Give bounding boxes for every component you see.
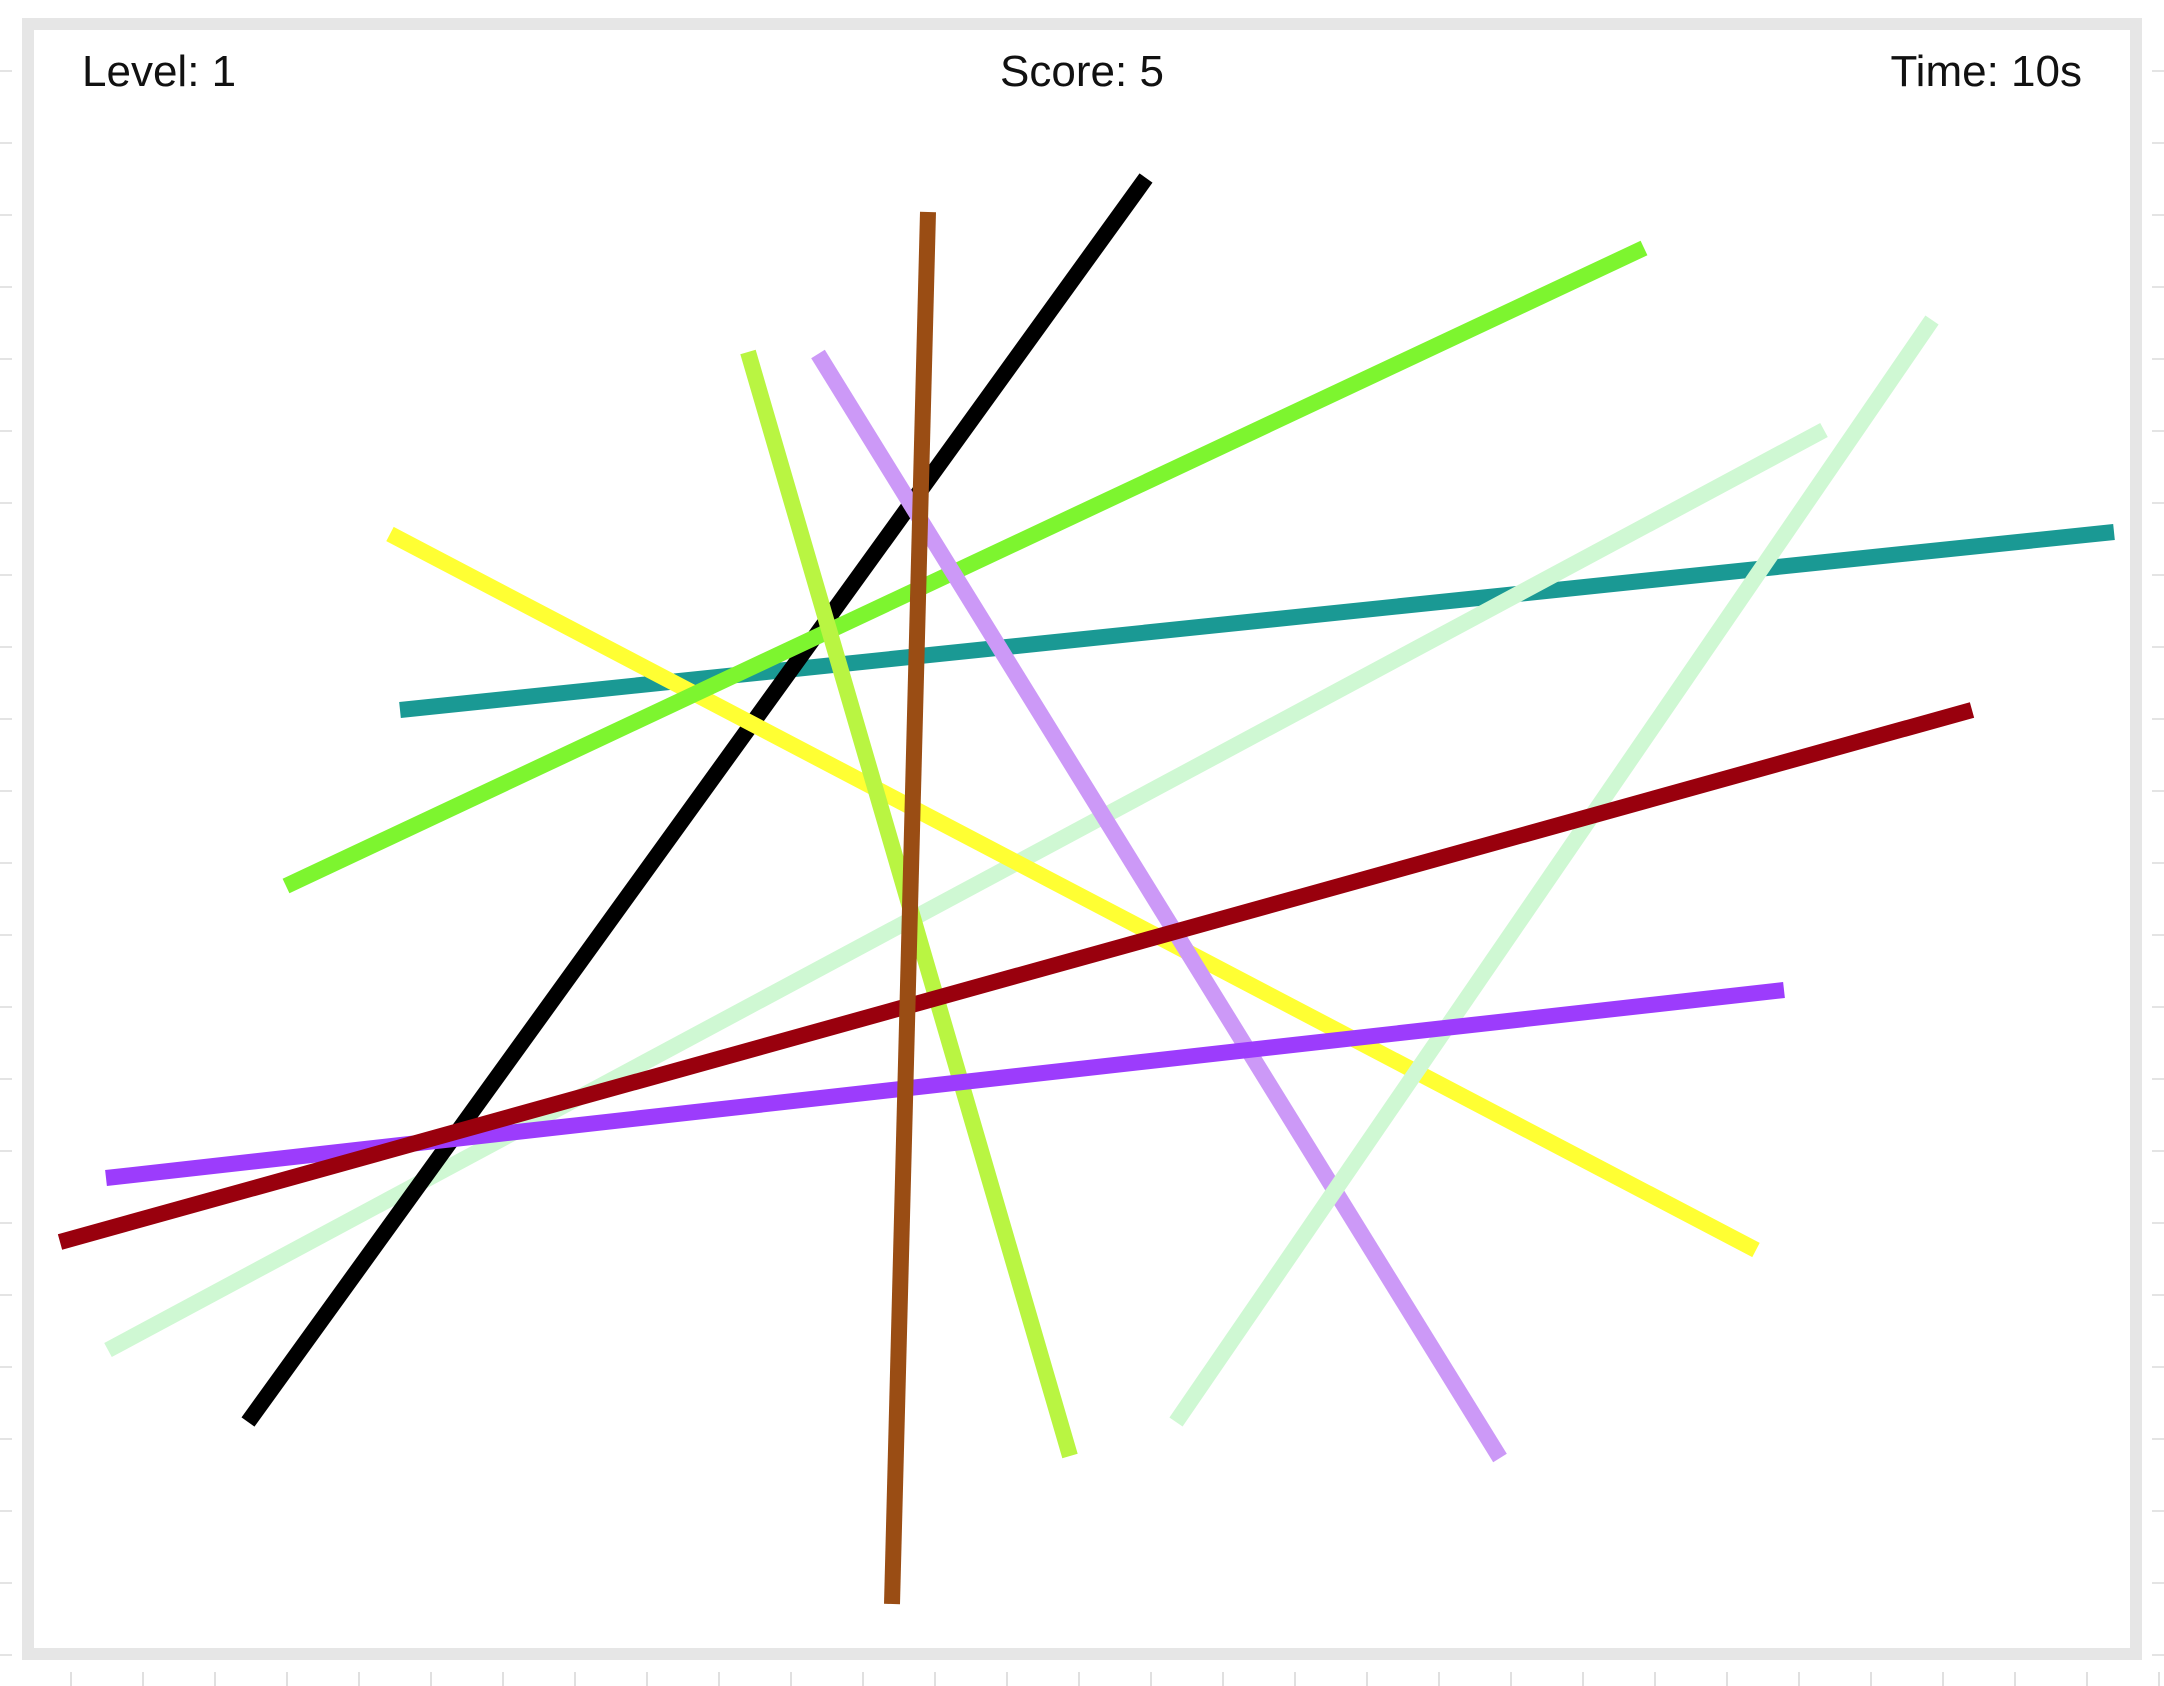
- level-indicator: Level: 1: [82, 50, 236, 94]
- game-board: Level: 1 Score: 5 Time: 10s: [22, 18, 2142, 1660]
- stick-black[interactable]: [241, 173, 1153, 1427]
- stick-bright-green[interactable]: [282, 240, 1648, 894]
- stick-brown[interactable]: [884, 211, 936, 1605]
- time-label: Time:: [1890, 47, 1999, 96]
- level-label: Level:: [82, 47, 200, 96]
- score-indicator: Score: 5: [1000, 50, 1164, 94]
- right-edge-ruler: [2152, 0, 2164, 1686]
- stick-light-green-long[interactable]: [104, 422, 1828, 1358]
- left-edge-ruler: [0, 0, 12, 1686]
- level-value: 1: [211, 47, 237, 96]
- time-indicator: Time: 10s: [1890, 50, 2082, 94]
- score-label: Score:: [1000, 47, 1128, 96]
- stick-teal[interactable]: [399, 524, 2115, 718]
- stick-lavender[interactable]: [811, 349, 1507, 1463]
- stick-mint[interactable]: [1169, 315, 1939, 1427]
- score-value: 5: [1139, 47, 1164, 96]
- sticks-canvas[interactable]: [34, 30, 2130, 1648]
- stick-yellow[interactable]: [386, 526, 1760, 1258]
- time-value: 10s: [2011, 47, 2082, 96]
- bottom-edge-ruler: [0, 1672, 2164, 1686]
- stick-dark-red[interactable]: [57, 702, 1975, 1250]
